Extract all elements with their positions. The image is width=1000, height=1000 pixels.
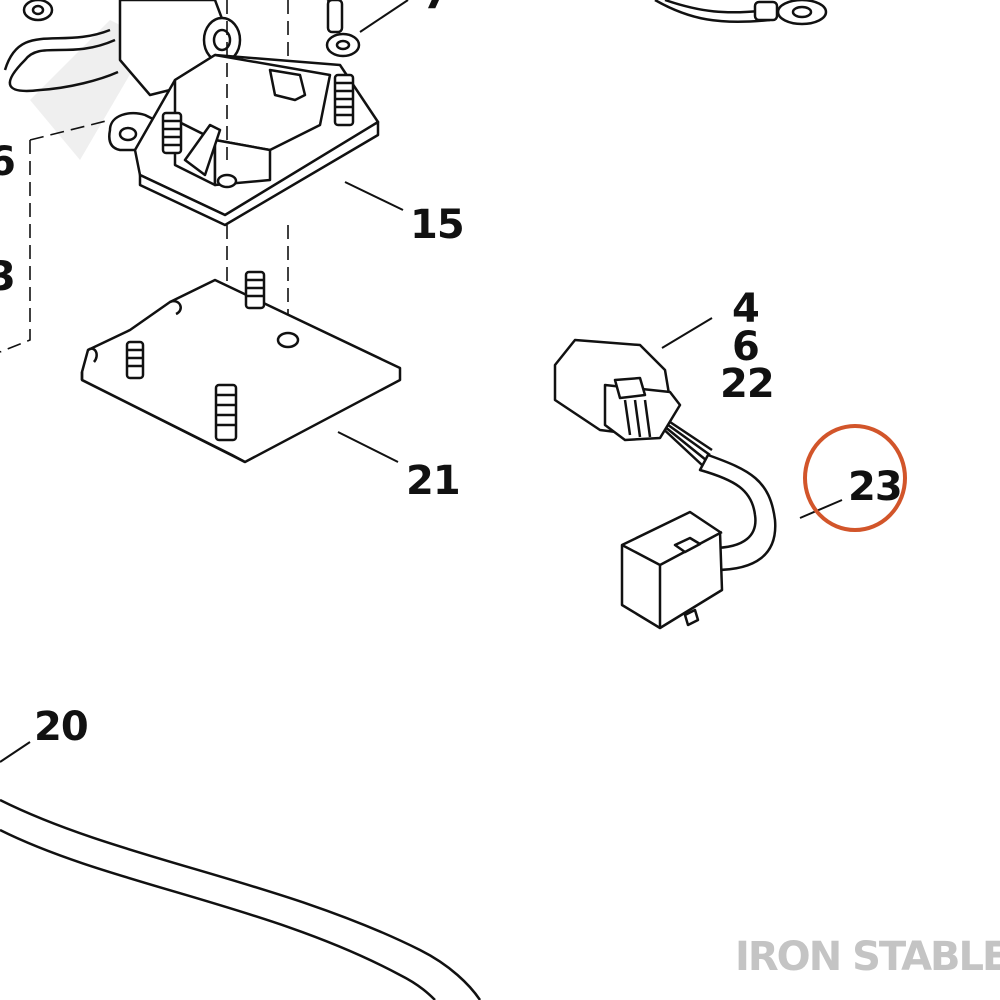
- top-right-cable-crimp: [753, 0, 779, 22]
- bottom-cable-line-a: [0, 798, 482, 1000]
- solenoid-assembly: [3, 0, 380, 227]
- connector-harness: [553, 338, 777, 630]
- stud-left: [161, 111, 183, 155]
- ring-terminal-7-hole: [335, 39, 351, 51]
- stud-right-threads: [335, 81, 353, 117]
- module-box-foot: [683, 608, 700, 627]
- callout-15: 15: [410, 202, 464, 248]
- module-box: [620, 510, 724, 630]
- ring-terminal-7: [325, 0, 361, 58]
- leader-line-4-6-22: [661, 317, 713, 349]
- plate-stud-left: [125, 340, 145, 380]
- leader-line-23: [799, 499, 843, 519]
- alignment-line-left: [0, 140, 31, 353]
- callout-3-left: 3: [0, 254, 15, 300]
- plate-hole: [276, 331, 300, 349]
- top-right-cable: [654, 0, 828, 26]
- base-plate-hole: [216, 173, 238, 189]
- watermark-text: IRON STABLE: [735, 934, 1000, 980]
- ring-terminal-wire-left-outer: [3, 28, 111, 71]
- top-right-ring-hole: [791, 5, 813, 19]
- callout-20: 20: [34, 704, 88, 750]
- plate-notch-top: [169, 299, 182, 316]
- plate-stud-left-threads: [127, 348, 143, 368]
- mounting-plate: [80, 270, 402, 464]
- module-box-clip: [673, 536, 702, 554]
- top-right-cable-line-a: [654, 0, 771, 24]
- plate-stud-top: [244, 270, 266, 310]
- mounting-plate-edge: [80, 372, 246, 464]
- callout-6: 6: [732, 324, 759, 370]
- leader-line-20: [0, 741, 31, 763]
- callout-4: 4: [732, 286, 759, 332]
- callout-22: 22: [720, 361, 774, 407]
- plate-stud-front: [214, 383, 238, 442]
- alignment-line-left-top: [29, 119, 111, 141]
- callout-7: 7: [422, 0, 449, 18]
- solenoid-base-plate-side: [138, 120, 380, 227]
- ring-terminal-left-hole: [31, 4, 45, 16]
- bottom-cable: [0, 798, 482, 1000]
- callout-6-left: 6: [0, 139, 15, 185]
- stud-left-threads: [163, 119, 181, 147]
- leader-line-15: [344, 181, 404, 211]
- module-box-edges: [621, 530, 723, 628]
- callout-23: 23: [848, 464, 902, 510]
- highlight-circle-23: [803, 424, 907, 532]
- leader-line-21: [337, 431, 399, 463]
- plate-stud-front-threads: [216, 393, 236, 427]
- plate-notch-left: [87, 347, 98, 363]
- solenoid-tab: [268, 68, 307, 102]
- leader-line-7: [359, 0, 409, 33]
- bottom-cable-line-b: [0, 828, 436, 1000]
- connector-cavities: [623, 399, 652, 438]
- solenoid-end-inner: [212, 28, 232, 52]
- ring-terminal-7-crimp: [326, 0, 344, 34]
- harness-wires: [645, 404, 713, 466]
- callout-21: 21: [406, 458, 460, 504]
- solenoid-wedge: [183, 123, 222, 177]
- connector-latch: [613, 376, 647, 400]
- ring-terminal-wire-left: [8, 38, 119, 93]
- plate-stud-top-threads: [246, 278, 264, 298]
- solenoid-block-right: [213, 138, 272, 187]
- mount-ear-hole: [118, 126, 138, 142]
